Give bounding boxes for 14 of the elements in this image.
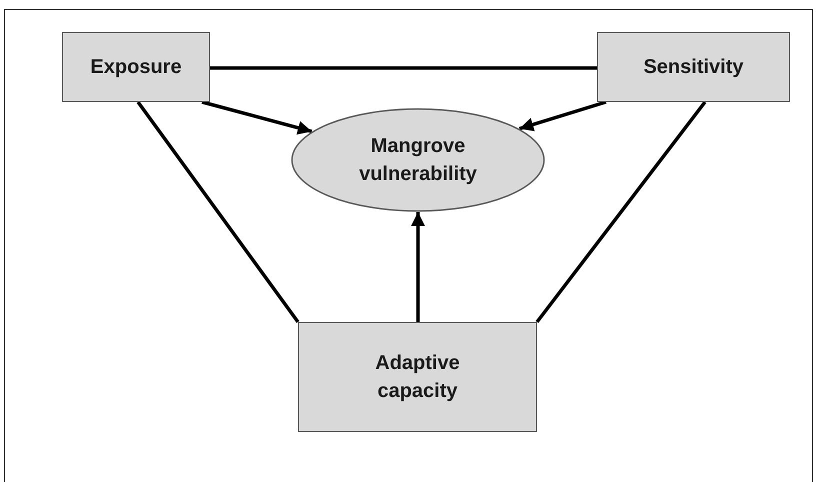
node-label: Mangrove vulnerability [358, 134, 478, 187]
connector-line [136, 100, 300, 324]
node-label: Adaptive capacity [374, 351, 461, 404]
arrow [518, 100, 607, 132]
arrow [411, 212, 425, 322]
process-box [298, 322, 537, 432]
node-label: Sensitivity [643, 55, 744, 80]
connector-line [536, 100, 706, 324]
arrow [202, 100, 312, 135]
node-label: Exposure [90, 55, 182, 80]
connector-line [210, 66, 597, 70]
process-box [62, 32, 210, 102]
process-box [597, 32, 790, 102]
ellipse-node [291, 108, 545, 212]
